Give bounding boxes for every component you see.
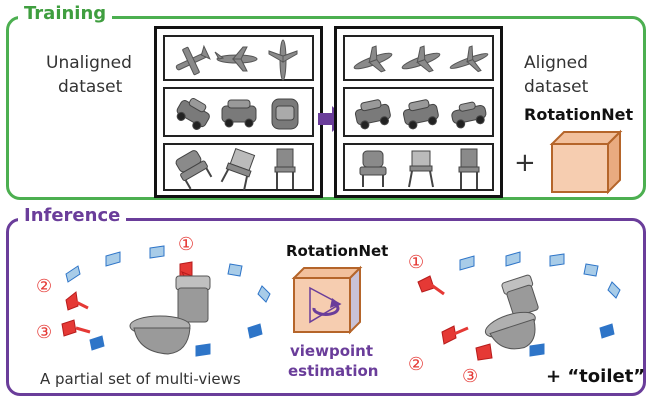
left-marker-2: ② <box>36 276 53 297</box>
aligned-label-line2: dataset <box>524 77 589 97</box>
left-red-view-2 <box>65 291 79 311</box>
aligned-row-chairs <box>343 143 494 191</box>
chair-thumbnails <box>175 148 296 191</box>
estimation-label-line2: estimation <box>288 362 379 380</box>
inference-model-label: RotationNet <box>286 242 389 260</box>
left-marker-3: ③ <box>36 322 53 343</box>
right-red-views <box>417 275 493 361</box>
right-red-view-3 <box>475 343 493 361</box>
left-marker-1: ① <box>178 234 195 255</box>
aligned-dataset-frame <box>334 26 503 198</box>
aligned-chair-thumbnails <box>359 148 480 189</box>
inference-result: + “toilet” <box>546 366 646 387</box>
left-view-ring <box>65 245 271 357</box>
aligned-airplane-thumbnails <box>353 45 489 73</box>
left-toilet-icon <box>129 275 211 355</box>
training-model-label: RotationNet <box>524 105 634 124</box>
training-title: Training <box>18 4 113 24</box>
aligned-label-line1: Aligned <box>524 53 588 73</box>
airplane-thumbnails <box>175 39 298 81</box>
right-marker-3: ③ <box>462 366 479 387</box>
right-marker-1: ① <box>408 252 425 273</box>
unaligned-label-line2: dataset <box>58 77 123 97</box>
unaligned-label-line1: Unaligned <box>46 53 132 73</box>
training-panel <box>6 16 646 200</box>
unaligned-row-cars <box>163 87 314 137</box>
unaligned-dataset-frame <box>154 26 323 198</box>
right-red-view-2 <box>441 325 457 345</box>
left-red-view-3 <box>61 319 77 337</box>
inference-panel <box>6 218 646 396</box>
aligned-row-cars <box>343 87 494 137</box>
left-red-views <box>61 261 194 337</box>
car-thumbnails <box>176 97 299 130</box>
inference-cube-icon <box>291 265 363 335</box>
right-toilet-icon <box>484 274 539 350</box>
training-cube-icon <box>549 129 623 195</box>
unaligned-row-chairs <box>163 143 314 191</box>
aligned-car-thumbnails <box>354 99 487 130</box>
aligned-row-airplanes <box>343 35 494 81</box>
estimation-label-line1: viewpoint <box>290 342 373 360</box>
inference-caption: A partial set of multi-views <box>40 370 241 388</box>
right-marker-2: ② <box>408 354 425 375</box>
training-plus-sign: + <box>514 148 536 178</box>
right-view-ring <box>459 251 621 357</box>
inference-title: Inference <box>18 206 127 226</box>
unaligned-row-airplanes <box>163 35 314 81</box>
